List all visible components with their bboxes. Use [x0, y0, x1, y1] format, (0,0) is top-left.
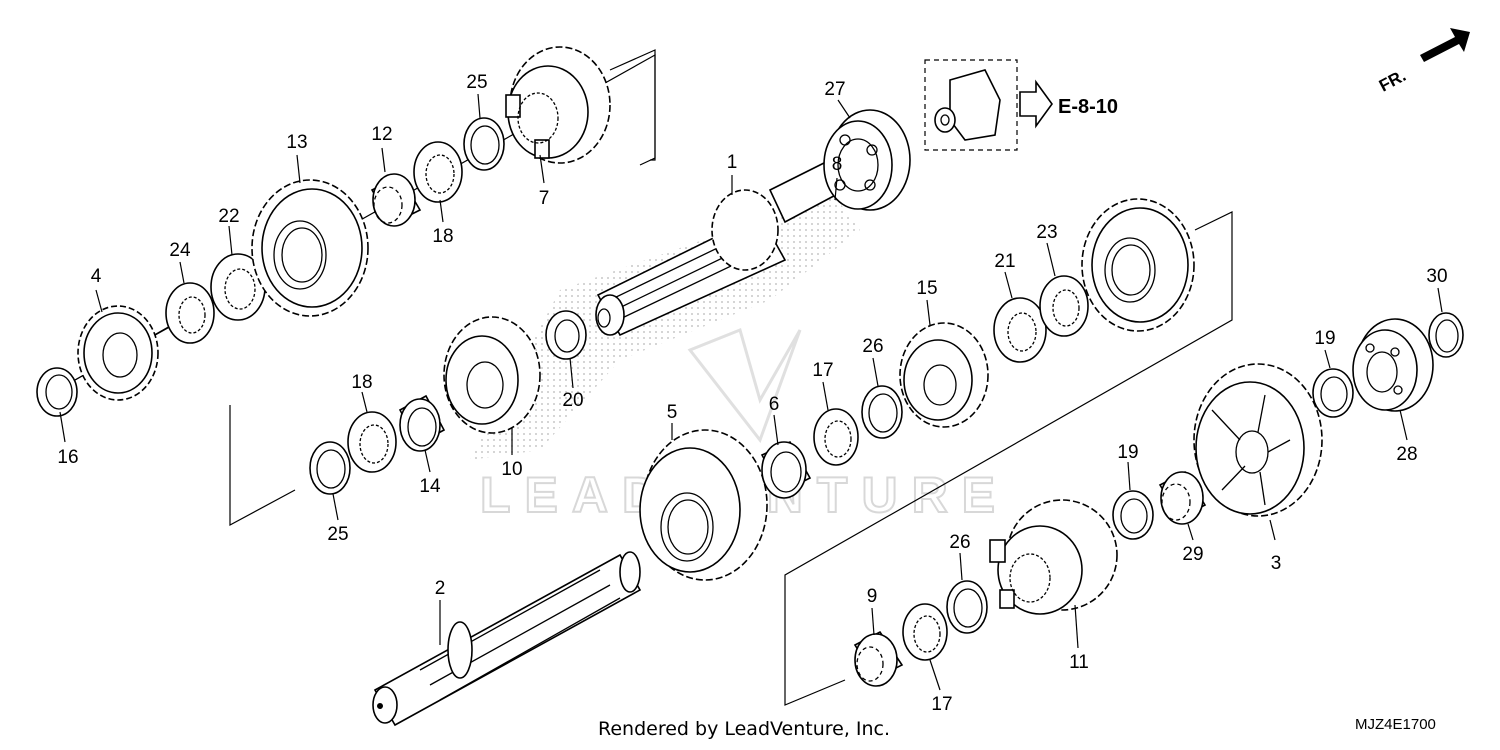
part-27-ball-bearing [823, 109, 911, 211]
part-17-splined-washer-lower [902, 603, 948, 661]
part-3-gear [1193, 363, 1323, 517]
callout-28: 28 [1396, 444, 1417, 465]
part-30-circlip [1428, 312, 1464, 358]
front-indicator: FR. [1376, 28, 1470, 96]
part-21-splined-washer [993, 297, 1047, 363]
callout-7: 7 [539, 188, 550, 209]
part-8-gear [1081, 198, 1195, 332]
callout-19-upper: 19 [1314, 328, 1335, 349]
part-10-gear [443, 316, 541, 434]
part-16-thrust-washer [36, 367, 78, 417]
callout-20: 20 [562, 390, 583, 411]
callout-15: 15 [916, 278, 937, 299]
diagram-code: MJZ4E1700 [1355, 716, 1436, 733]
callout-13: 13 [286, 132, 307, 153]
callout-27: 27 [824, 79, 845, 100]
part-13-gear [251, 179, 369, 317]
callout-11: 11 [1069, 652, 1089, 673]
part-11-gear [989, 499, 1118, 615]
reference-inset: E-8-10 [924, 59, 1118, 151]
callout-1: 1 [727, 152, 738, 173]
part-29-needle-bearing [1158, 470, 1207, 525]
part-25-circlip-upper [463, 117, 505, 171]
part-19-thrust-washer-upper [1312, 368, 1354, 418]
part-9-needle-bearing [853, 630, 904, 687]
callout-8: 8 [832, 154, 843, 175]
part-18-splined-washer-lower [347, 411, 397, 473]
callout-17-lower: 17 [931, 694, 952, 715]
front-arrow-icon [1420, 28, 1470, 62]
callout-22: 22 [218, 206, 239, 227]
callout-19-lower: 19 [1117, 442, 1138, 463]
callout-25-lower: 25 [327, 524, 348, 545]
part-26-circlip-lower [946, 580, 988, 634]
part-19-thrust-washer-lower [1112, 490, 1154, 540]
callout-26-lower: 26 [949, 532, 970, 553]
callout-26-mid: 26 [862, 336, 883, 357]
callout-14: 14 [419, 476, 441, 497]
callout-5: 5 [667, 402, 678, 423]
callout-18-upper: 18 [432, 226, 453, 247]
part-17-splined-washer-mid [813, 408, 859, 466]
middle-group-frame [229, 405, 296, 527]
callout-12: 12 [371, 124, 392, 145]
part-28-ball-bearing [1352, 318, 1434, 412]
part-6-bushing [760, 440, 812, 499]
reference-arrow [1019, 79, 1053, 129]
callout-29: 29 [1182, 544, 1203, 565]
callout-17-mid: 17 [812, 360, 833, 381]
shaft-shading [470, 190, 860, 460]
callout-10: 10 [501, 459, 522, 480]
render-credit: Rendered by LeadVenture, Inc. [598, 718, 891, 740]
part-7-gear [505, 46, 611, 164]
part-18-splined-washer-upper [413, 141, 463, 203]
part-20-thrust-washer [545, 310, 587, 360]
callout-6: 6 [769, 394, 780, 415]
part-15-gear [899, 322, 989, 428]
part-4-gear [77, 305, 159, 401]
leader-lines [59, 93, 1443, 691]
callout-25-upper: 25 [466, 72, 487, 93]
part-5-gear [639, 429, 768, 581]
part-2-countershaft [372, 551, 642, 727]
part-23-lock-washer [1039, 275, 1089, 337]
right-group-frame [784, 211, 1233, 706]
callout-9: 9 [867, 586, 878, 607]
part-26-circlip-mid [861, 385, 903, 439]
callout-18-lower: 18 [351, 372, 372, 393]
callout-30: 30 [1426, 266, 1447, 287]
part-25-circlip-lower [309, 441, 351, 495]
part-12-needle-bearing [370, 173, 422, 227]
part-14-bushing [398, 394, 446, 452]
callout-3: 3 [1271, 553, 1282, 574]
callout-2: 2 [435, 578, 446, 599]
callouts: 1 2 3 4 5 6 7 8 9 10 11 12 13 14 15 16 1… [57, 72, 1447, 715]
callout-21: 21 [994, 251, 1015, 272]
callout-4: 4 [91, 266, 102, 287]
reference-label: E-8-10 [1058, 96, 1118, 118]
callout-24: 24 [169, 240, 191, 261]
callout-23: 23 [1036, 222, 1057, 243]
part-24-lock-washer [165, 282, 215, 344]
front-label: FR. [1376, 66, 1409, 96]
callout-16: 16 [57, 447, 78, 468]
